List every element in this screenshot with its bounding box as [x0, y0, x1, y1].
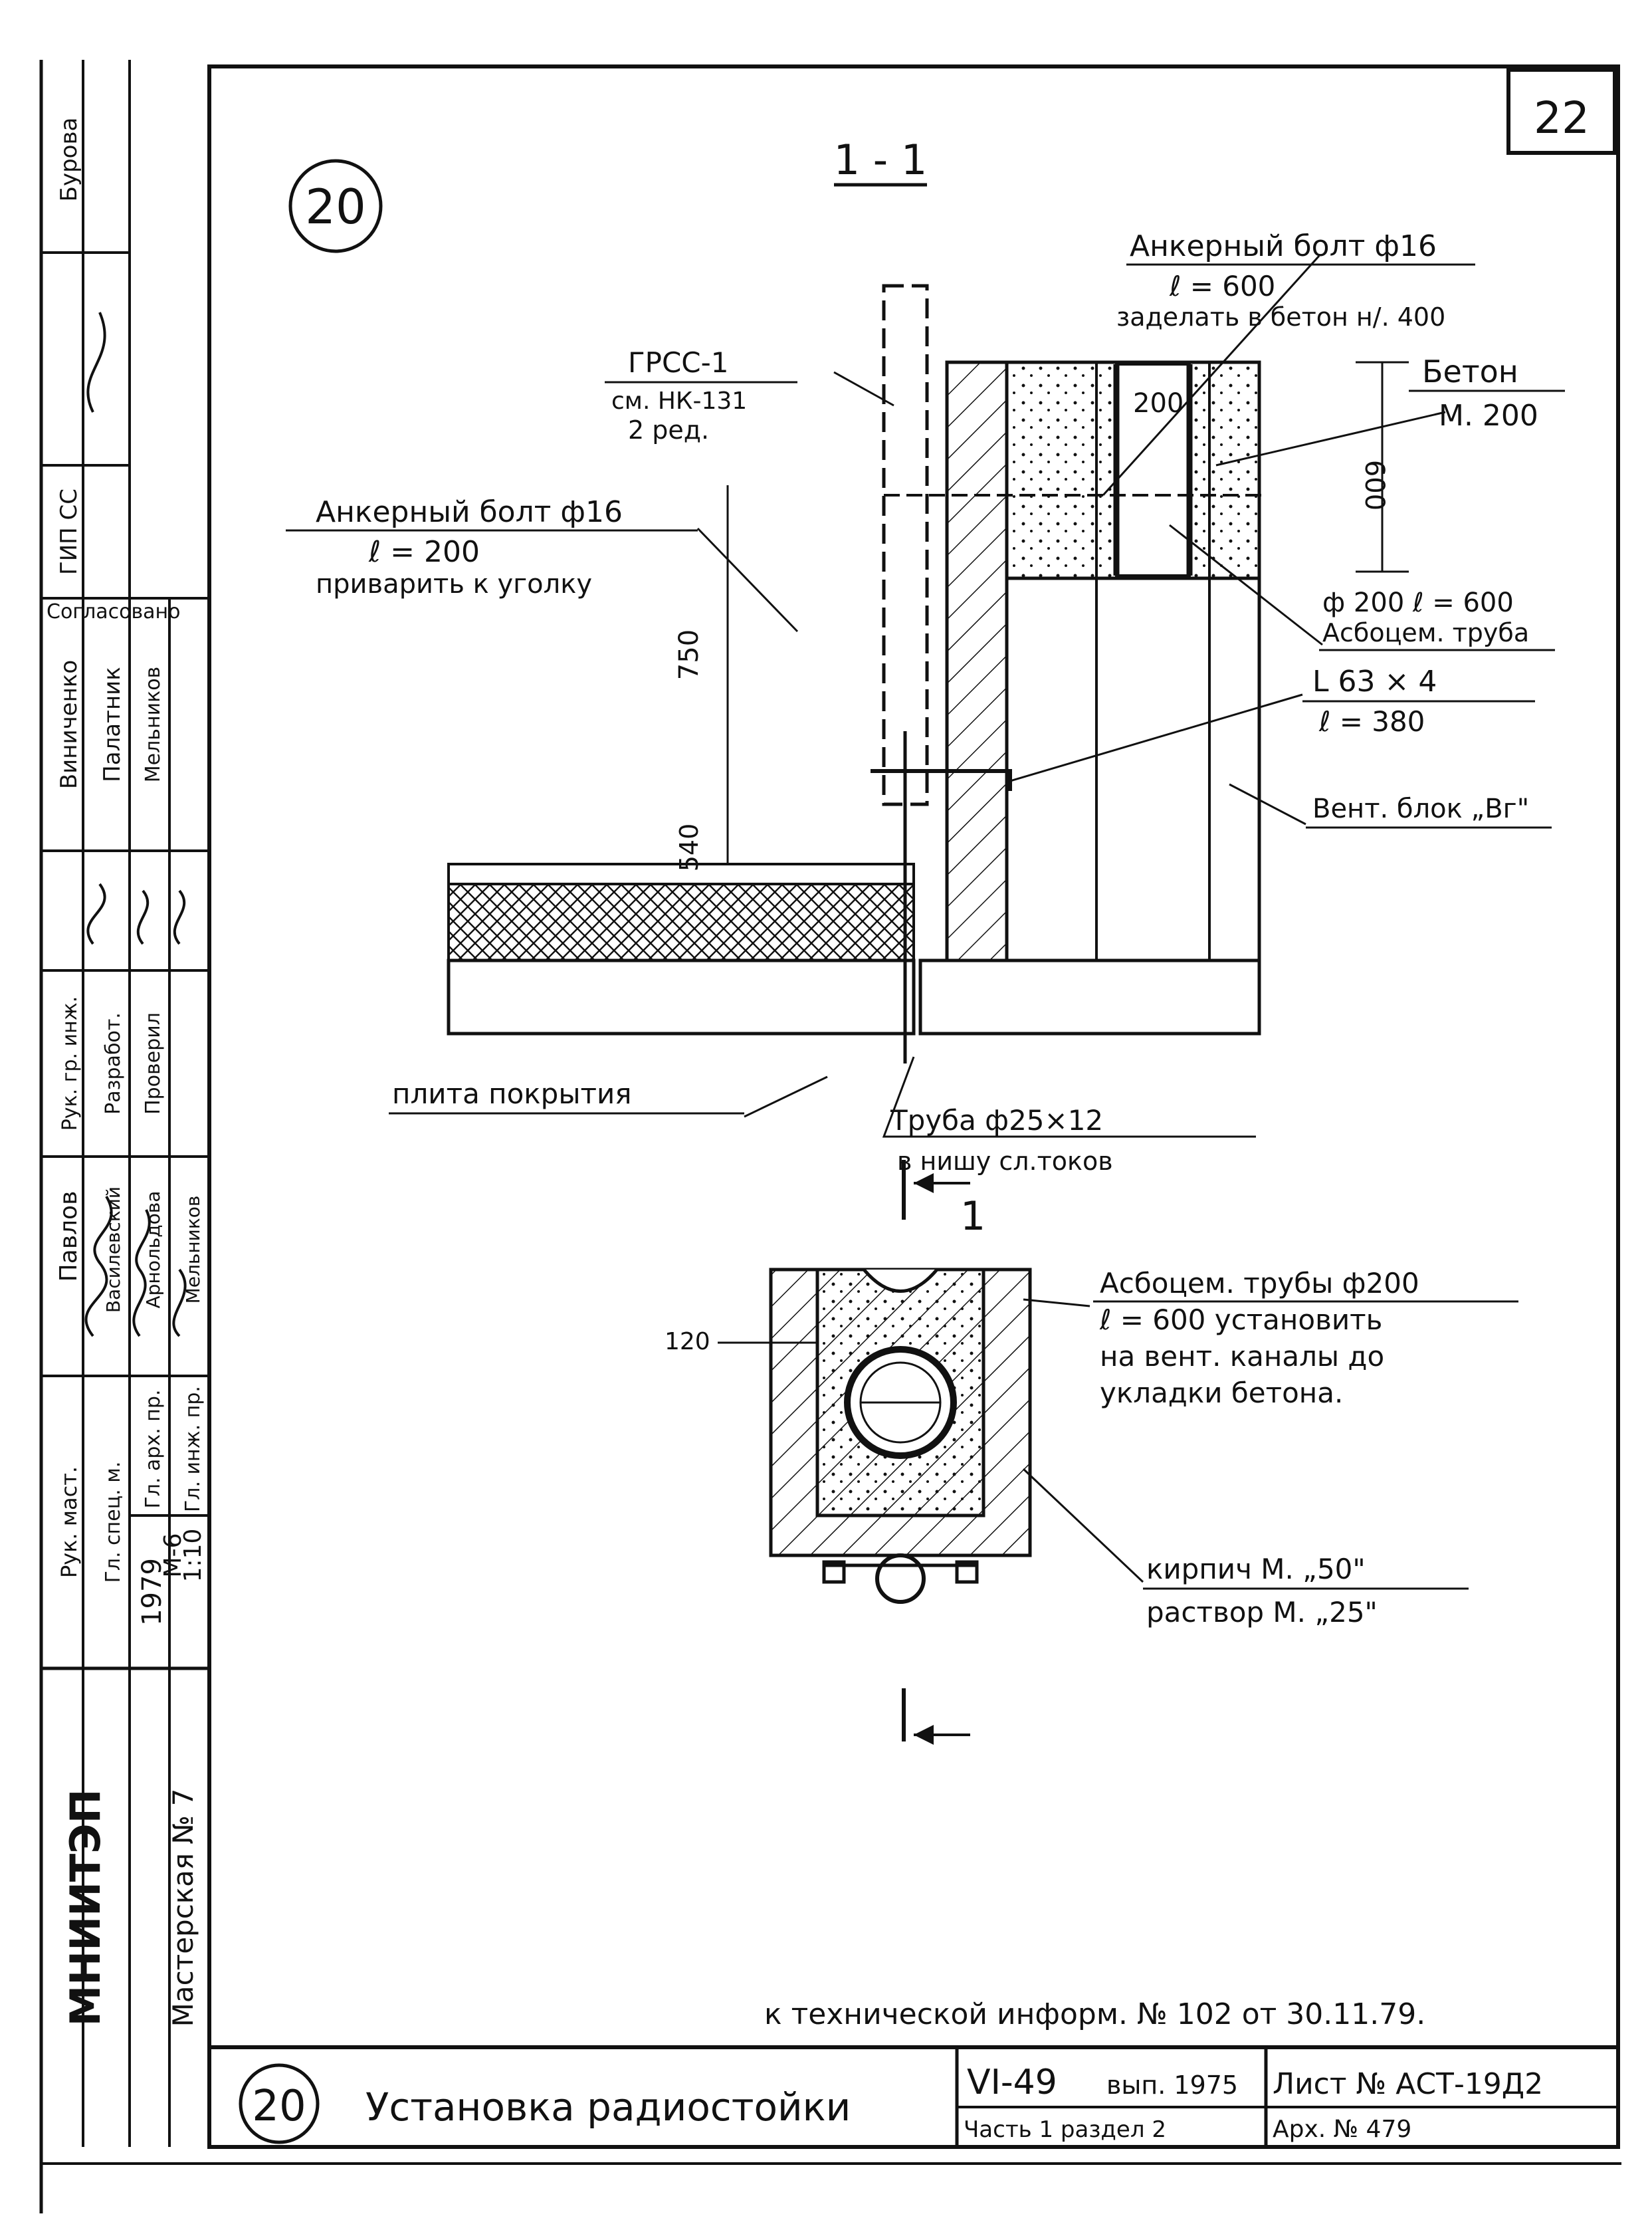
- section-drawing: [447, 255, 1446, 1138]
- title-block: [209, 2045, 1618, 2147]
- stamp-scale: 1:10: [179, 1529, 207, 1583]
- stamp-name2-3: Мельников: [142, 667, 165, 782]
- plan-note-4: укладки бетона.: [1100, 1377, 1343, 1409]
- stamp-name2-2: Палатник: [99, 667, 126, 782]
- series-code: VI-49: [967, 2063, 1057, 2102]
- page-number: 22: [1534, 92, 1590, 144]
- stamp-role-1: Рук. маст.: [56, 1466, 82, 1578]
- plan-note-1: Асбоцем. трубы ф200: [1100, 1267, 1419, 1299]
- stamp-gip: ГИП СС: [56, 489, 82, 575]
- anchor-left-label-2: ℓ = 200: [368, 535, 480, 569]
- stamp-year: 1979: [137, 1558, 167, 1626]
- stamp-role-2: Гл. спец. м.: [102, 1462, 125, 1583]
- dim-540: 540: [674, 824, 704, 872]
- cut-marker-bottom: [902, 1688, 970, 1745]
- dim-200: 200: [1133, 388, 1184, 419]
- plan-drawing: [718, 1268, 1144, 1604]
- section-mark: 1 - 1: [834, 136, 928, 184]
- tube-label-1: Труба ф25×12: [890, 1104, 1103, 1137]
- dim-750: 750: [674, 629, 704, 680]
- angle-label-1: L 63 × 4: [1312, 665, 1437, 699]
- plan-note-2: ℓ = 600 установить: [1099, 1303, 1382, 1336]
- sheet-frame: [39, 60, 1621, 2213]
- cut-label: 1: [960, 1193, 985, 1240]
- stamp-workshop: Мастерская № 7: [167, 1789, 199, 2027]
- vent-block-label: Вент. блок „Вг": [1312, 794, 1529, 824]
- node-number: 20: [305, 179, 366, 235]
- brick-label-1: кирпич М. „50": [1146, 1553, 1366, 1585]
- stamp-org: МНИИТЭП: [61, 1789, 110, 2026]
- part-section: Часть 1 раздел 2: [964, 2116, 1166, 2143]
- anchor-top-label-3: заделать в бетон н/. 400: [1116, 302, 1445, 332]
- angle-label-2: ℓ = 380: [1318, 705, 1425, 738]
- stamp-name2-1: Виниченко: [56, 660, 82, 789]
- archive-number: Арх. № 479: [1273, 2116, 1411, 2143]
- stamp-name-2: Василевский: [102, 1186, 124, 1313]
- tube-label-2: в нишу сл.токов: [897, 1147, 1113, 1176]
- grss-label-3: 2 ред.: [628, 415, 709, 445]
- anchor-left-label-3: приварить к уголку: [316, 569, 592, 600]
- stamp-burova: Бурова: [56, 118, 82, 202]
- stamp-role2-1: Рук. гр. инж.: [58, 996, 82, 1131]
- dim-120: 120: [665, 1328, 710, 1355]
- slab-label: плита покрытия: [392, 1077, 632, 1110]
- grss-label-2: см. НК-131: [611, 388, 747, 415]
- anchor-top-label-1: Анкерный болт ф16: [1130, 229, 1437, 263]
- stamp-m: М-6: [159, 1533, 187, 1578]
- beton-label-2: М. 200: [1439, 399, 1538, 433]
- dim-600: 600: [1359, 460, 1390, 510]
- title-node-number: 20: [252, 2082, 306, 2131]
- stamp-role2-2: Разработ.: [102, 1012, 125, 1115]
- tech-info-note: к технической информ. № 102 от 30.11.79.: [764, 1997, 1425, 2031]
- stamp-agreed: Согласовано: [47, 600, 181, 623]
- signatures: [84, 312, 187, 1337]
- pipe-label-2: Асбоцем. труба: [1322, 618, 1529, 647]
- side-stamp: [41, 60, 209, 2147]
- plan-note-3: на вент. каналы до: [1100, 1340, 1384, 1373]
- brick-label-2: раствор М. „25": [1146, 1596, 1378, 1628]
- issue-year: вып. 1975: [1106, 2071, 1238, 2100]
- stamp-role2-3: Проверил: [142, 1012, 165, 1115]
- stamp-name-1: Павлов: [55, 1191, 82, 1282]
- anchor-left-label-1: Анкерный болт ф16: [316, 495, 623, 529]
- drawing-title: Установка радиостойки: [365, 2084, 851, 2130]
- page-number-box: [1506, 68, 1617, 155]
- sheet-number: Лист № АСТ-19Д2: [1273, 2067, 1543, 2101]
- cut-marker-top: [902, 1160, 970, 1220]
- anchor-top-label-2: ℓ = 600: [1169, 270, 1275, 302]
- beton-label-1: Бетон: [1422, 354, 1518, 390]
- stamp-role-4: Гл. инж. пр.: [181, 1386, 205, 1512]
- pipe-label-1: ф 200 ℓ = 600: [1322, 588, 1514, 618]
- stamp-role-3: Гл. арх. пр.: [142, 1390, 165, 1509]
- grss-label-1: ГРСС-1: [628, 346, 728, 379]
- node-marker: 20: [288, 159, 383, 253]
